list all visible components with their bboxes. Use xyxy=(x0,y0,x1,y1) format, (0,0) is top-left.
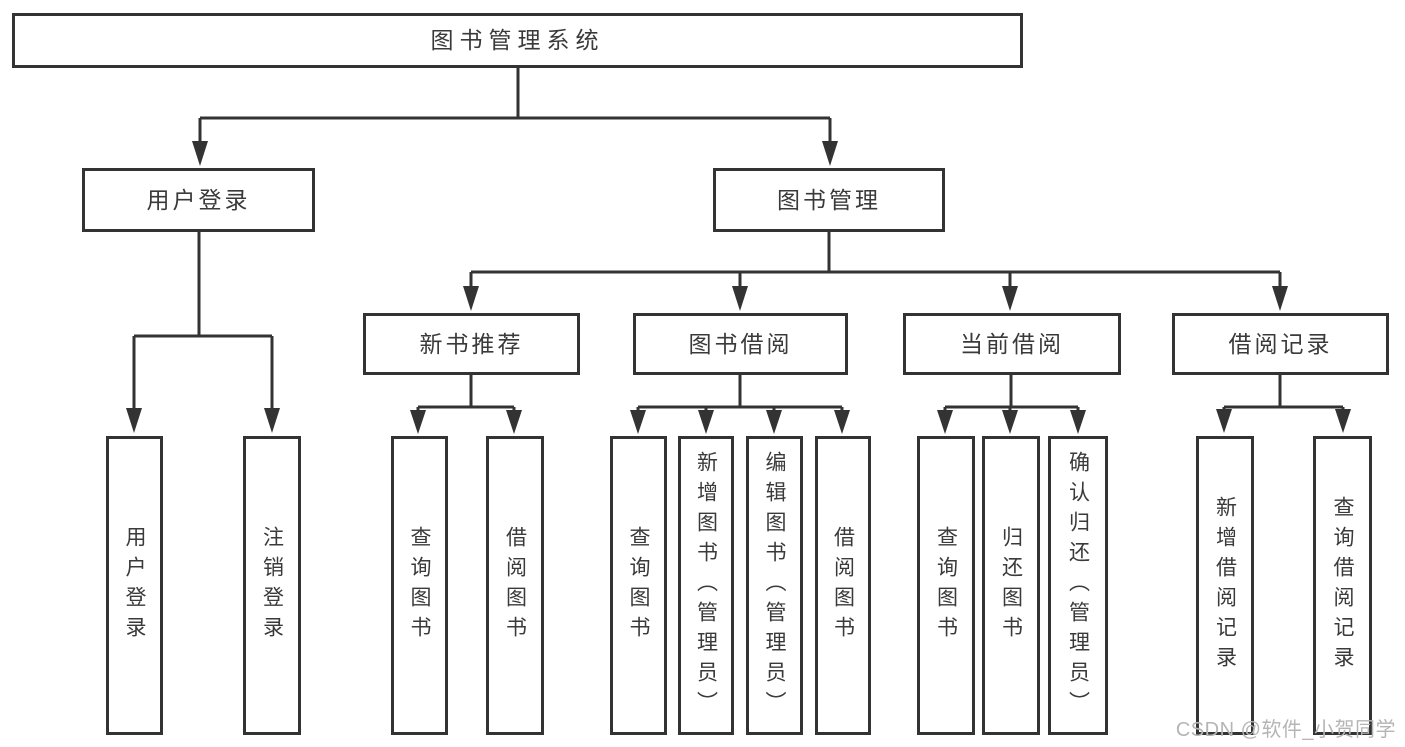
node-label: 归还图书 xyxy=(999,525,1023,646)
node-system-root: 图书管理系统 xyxy=(12,13,1023,68)
node-label: 借阅图书 xyxy=(503,525,527,646)
node-label: 查询图书 xyxy=(934,525,958,646)
leaf-query-books-borrow: 查询图书 xyxy=(610,436,667,735)
node-label: 确认归还（管理员） xyxy=(1066,450,1090,721)
node-label: 图书管理 xyxy=(777,186,881,213)
leaf-add-book-admin: 新增图书（管理员） xyxy=(678,436,734,735)
node-label: 查询借阅记录 xyxy=(1331,495,1354,676)
leaf-logout: 注销登录 xyxy=(243,436,301,735)
node-label: 编辑图书（管理员） xyxy=(763,450,786,721)
leaf-query-books-recommend: 查询图书 xyxy=(391,436,448,735)
csdn-watermark: CSDN @软件_小贺同学 xyxy=(1175,719,1396,741)
node-label: 新书推荐 xyxy=(419,330,524,357)
leaf-edit-book-admin: 编辑图书（管理员） xyxy=(746,436,803,735)
node-label: 查询图书 xyxy=(408,525,431,646)
leaf-borrow-books-recommend: 借阅图书 xyxy=(486,436,544,735)
node-book-borrow: 图书借阅 xyxy=(633,313,848,375)
node-new-book-recommend: 新书推荐 xyxy=(363,313,580,375)
node-borrow-records: 借阅记录 xyxy=(1172,313,1389,375)
node-label: 注销登录 xyxy=(260,525,284,646)
leaf-add-borrow-record: 新增借阅记录 xyxy=(1196,436,1254,735)
node-label: 图书管理系统 xyxy=(430,27,605,53)
node-current-borrow: 当前借阅 xyxy=(903,313,1121,375)
leaf-query-books-current: 查询图书 xyxy=(917,436,975,735)
node-label: 当前借阅 xyxy=(960,330,1064,357)
leaf-user-login: 用户登录 xyxy=(106,436,163,735)
leaf-query-borrow-record: 查询借阅记录 xyxy=(1313,436,1372,735)
leaf-borrow-books: 借阅图书 xyxy=(815,436,871,735)
node-user-login-module: 用户登录 xyxy=(82,168,315,232)
node-label: 借阅图书 xyxy=(831,525,855,646)
arrowheads xyxy=(126,141,1351,434)
node-label: 用户登录 xyxy=(123,525,146,646)
node-label: 新增借阅记录 xyxy=(1213,495,1237,676)
node-label: 查询图书 xyxy=(627,525,650,646)
leaf-confirm-return-admin: 确认归还（管理员） xyxy=(1048,436,1108,735)
node-label: 用户登录 xyxy=(146,186,251,213)
node-label: 借阅记录 xyxy=(1228,330,1333,357)
node-book-management: 图书管理 xyxy=(713,168,945,232)
node-label: 图书借阅 xyxy=(688,330,793,357)
leaf-return-book: 归还图书 xyxy=(982,436,1040,735)
node-label: 新增图书（管理员） xyxy=(694,450,718,721)
